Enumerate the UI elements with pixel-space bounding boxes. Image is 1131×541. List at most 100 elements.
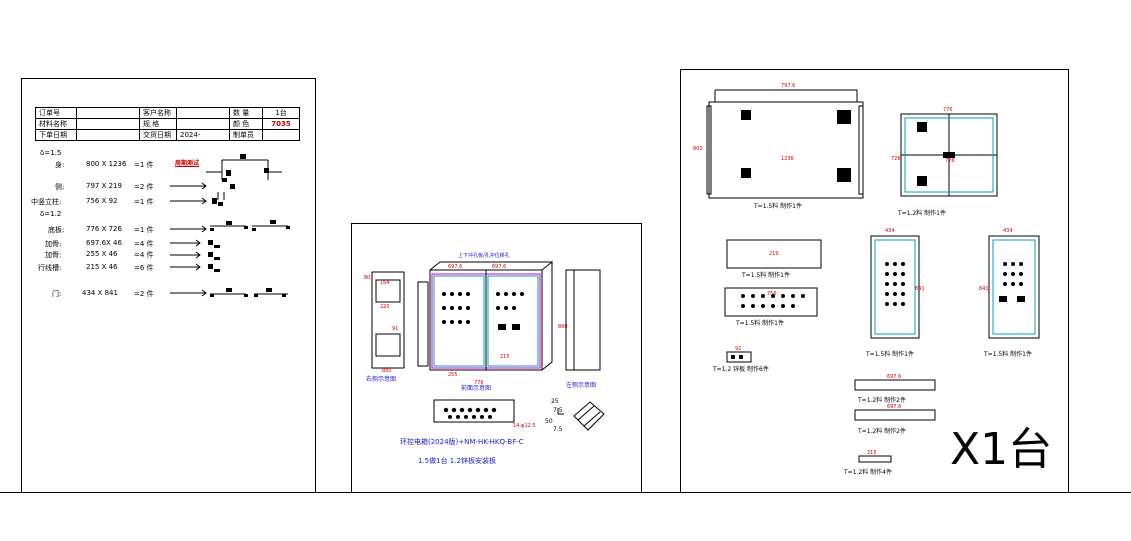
svg-text:776: 776 [943, 107, 953, 113]
part-qty: =1 件 [134, 198, 154, 206]
left-view-label: 左侧示意图 [566, 382, 597, 389]
part-dims: 800 X 1236 [86, 160, 127, 168]
part-name: 行线槽: [38, 264, 62, 272]
left-side-view [565, 269, 601, 371]
bracket-dim: 25 [551, 398, 559, 405]
svg-text:756: 756 [767, 291, 777, 297]
part-caption: T=1.2 锌板 制作6件 [713, 366, 769, 373]
svg-text:697.6: 697.6 [448, 264, 462, 270]
table-cell: 2024- [176, 129, 230, 141]
svg-text:255: 255 [448, 372, 458, 378]
svg-text:1236: 1236 [781, 156, 794, 162]
bracket-dim: 7.5 [553, 426, 563, 433]
part-name: 侧: [55, 183, 65, 191]
assembly-sheet [351, 223, 642, 493]
svg-text:215: 215 [867, 450, 877, 456]
part-caption: T=1.2料 制作2件 [858, 428, 906, 435]
svg-text:841: 841 [915, 286, 925, 292]
parts-sheet [21, 78, 316, 493]
svg-text:697.6: 697.6 [887, 374, 901, 380]
bracket-view [573, 401, 605, 431]
table-cell: 交货日期 [139, 129, 177, 141]
arrow-icon [170, 197, 207, 205]
part-caption: T=1.5料 制作1件 [866, 351, 914, 358]
svg-text:800: 800 [693, 146, 703, 152]
svg-text:697.6: 697.6 [492, 264, 506, 270]
baseline-divider [0, 492, 1131, 493]
svg-text:92: 92 [735, 346, 741, 352]
part-qty: =2 件 [134, 183, 154, 191]
svg-text:80: 80 [364, 275, 370, 281]
svg-text:434: 434 [1003, 228, 1013, 234]
svg-text:215: 215 [500, 354, 510, 360]
svg-text:726: 726 [945, 158, 955, 164]
part-dims: 697.6X 46 [86, 239, 122, 247]
part-caption: T=1.2料 制作2件 [858, 397, 906, 404]
bracket-dim: 7.5 [553, 407, 563, 414]
assembly-subtitle: 1.5做1台 1.2锌板安装板 [418, 457, 496, 465]
table-cell: 7035 [262, 118, 300, 130]
quantity-label: X1台 [950, 424, 1053, 475]
part-name: 中竖立柱: [31, 198, 62, 206]
section-label-1-2: δ=1.2 [40, 210, 62, 218]
assembly-title: 环控电箱(2024版)+NM-HK-HKQ-BF-C [400, 438, 524, 446]
top-note: 上下冲孔板/孔冲位移孔 [458, 253, 510, 259]
part-name: 加骨: [45, 251, 62, 259]
part-dims: 756 X 92 [86, 197, 118, 205]
order-table: 订单号 客户名称 数 量 1台 材料名称 规 格 颜 色 7035 下单日期 交… [35, 107, 300, 141]
part-name: 门: [52, 290, 62, 298]
section-label-1-5: δ=1.5 [40, 149, 62, 157]
right-view-label: 右侧示意图 [366, 376, 397, 383]
hole-note: 14-φ12.5 [513, 423, 536, 429]
svg-text:697.6: 697.6 [887, 404, 901, 410]
svg-text:797.6: 797.6 [781, 83, 795, 89]
part-caption: T=1.5料 制作1件 [754, 203, 802, 210]
part-qty: =6 件 [134, 264, 154, 272]
arrow-icon [170, 225, 207, 233]
part-qty: =4 件 [134, 251, 154, 259]
svg-text:219: 219 [769, 251, 779, 257]
svg-text:726: 726 [891, 156, 901, 162]
fabrication-drawing: 797.6 800 1236 776 726 726 219 756 434 841 434 8… [693, 83, 1040, 463]
svg-text:91: 91 [392, 326, 398, 332]
part-qty: =1 件 [134, 226, 154, 234]
arrow-icon [170, 182, 207, 190]
svg-text:164: 164 [380, 280, 390, 286]
part-caption: T=1.5料 制作1件 [984, 351, 1032, 358]
part-dims: 434 X 841 [82, 289, 118, 297]
part-caption: T=1.5料 制作1件 [742, 272, 790, 279]
svg-text:776: 776 [474, 380, 484, 386]
part-dims: 255 X 46 [86, 250, 118, 258]
assembly-drawing: 80 164 220 91 880 697.6 697.6 215 255 776 880 [364, 261, 605, 431]
part-dims: 776 X 726 [86, 225, 122, 233]
front-view-label: 前面示意图 [461, 385, 492, 392]
arrow-icon [170, 289, 207, 297]
svg-text:434: 434 [885, 228, 895, 234]
part-name: 底板: [48, 226, 65, 234]
part-qty: =4 件 [134, 240, 154, 248]
part-dims: 797 X 219 [86, 182, 122, 190]
bottom-plate-view [433, 399, 515, 423]
parts-sketches [170, 154, 290, 297]
part-qty: =2 件 [134, 290, 154, 298]
part-caption: T=1.2料 制作1件 [898, 210, 946, 217]
table-cell [262, 129, 300, 141]
svg-text:880: 880 [382, 368, 392, 374]
part-dims: 215 X 46 [86, 263, 118, 271]
part-qty: =1 件 [134, 161, 154, 169]
red-note: 周期测试 [175, 160, 200, 167]
part-caption: T=1.2料 制作4件 [844, 469, 892, 476]
part-name: 加骨: [45, 240, 62, 248]
arrow-icon [170, 239, 201, 247]
front-view [417, 261, 554, 371]
part-caption: T=1.5料 制作1件 [736, 320, 784, 327]
arrow-icon [170, 251, 201, 259]
arrow-icon [170, 263, 201, 271]
part-name: 身: [55, 161, 65, 169]
svg-text:880: 880 [558, 324, 568, 330]
svg-text:220: 220 [380, 304, 390, 310]
table-row: 下单日期 交货日期 2024- 制单员 [35, 129, 300, 141]
svg-text:841: 841 [979, 286, 989, 292]
bracket-dim: 50 [545, 418, 553, 425]
right-side-view [371, 271, 405, 369]
